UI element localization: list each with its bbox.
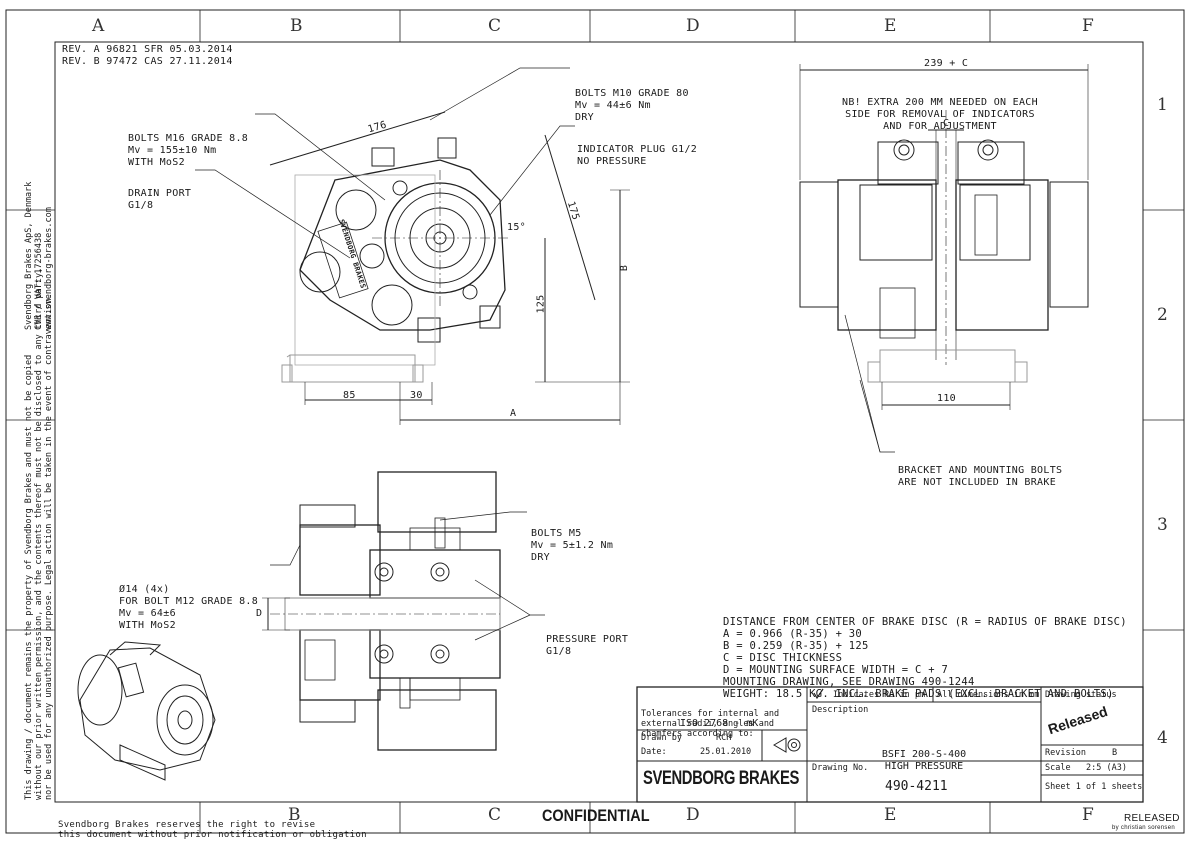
zone-col-d-bottom: D: [686, 805, 700, 825]
zone-col-b-bottom: B: [288, 805, 301, 825]
roughness-note: Indicates Ra in µm: [833, 690, 926, 700]
company-notice-line-1: Svendborg Brakes ApS, Denmark: [24, 181, 34, 330]
zone-col-c-top: C: [488, 16, 502, 36]
legal-notice-line-2: without our prior written permission, an…: [34, 267, 44, 800]
zone-col-f-top: F: [1082, 16, 1094, 36]
legal-notice-line-3: nor be used for any unauthorized purpose…: [44, 293, 54, 800]
general-notes: DISTANCE FROM CENTER OF BRAKE DISC (R = …: [723, 616, 1127, 700]
zone-row-3: 3: [1157, 515, 1168, 535]
zone-row-1: 1: [1157, 95, 1168, 115]
zone-row-4: 4: [1157, 728, 1168, 748]
revision-b: REV. B 97472 CAS 27.11.2014: [62, 56, 233, 67]
company-logo-text: SVENDBORG BRAKES: [643, 768, 799, 789]
dim-c-label: C: [943, 118, 950, 129]
zone-col-a-top: A: [92, 16, 105, 36]
iso-standard: ISO 2768 - mK: [680, 718, 759, 729]
sheet-count: Sheet 1 of 1 sheets: [1045, 782, 1143, 792]
dim-85-label: 85: [343, 390, 356, 401]
drawing-status-label: Drawing status: [1045, 690, 1117, 700]
zone-col-d-top: D: [686, 16, 700, 36]
zone-col-f-bottom: F: [1082, 805, 1094, 825]
dim-a-label: A: [510, 408, 517, 419]
legal-notice-line-1: This drawing / document remains the prop…: [24, 354, 34, 800]
zone-col-c-bottom: C: [488, 805, 502, 825]
dim-176-line: [269, 111, 446, 166]
drawing-number-label: Drawing No.: [812, 763, 869, 773]
dim-125-label: 125: [535, 294, 547, 314]
outer-frame: [5, 9, 1185, 834]
revision-a: REV. A 96821 SFR 05.03.2014: [62, 44, 233, 55]
scale-label: Scale: [1045, 763, 1071, 773]
iso-view: [77, 641, 216, 781]
revision-value: B: [1112, 748, 1118, 758]
zone-col-e-bottom: E: [884, 805, 897, 825]
top-view: [262, 471, 545, 751]
revision-label: Revision: [1045, 748, 1086, 758]
zone-col-e-top: E: [884, 16, 897, 36]
dim-110-label: 110: [937, 393, 956, 404]
dim-15deg-label: 15°: [507, 222, 526, 233]
units-note: All dimensions in mm: [937, 690, 1040, 700]
drawing-number: 490-4211: [885, 779, 948, 794]
zone-row-2: 2: [1157, 305, 1168, 325]
zone-col-b-top: B: [290, 16, 303, 36]
confidential-mark: CONFIDENTIAL: [542, 806, 650, 825]
released-by: by christian sorensen: [1112, 825, 1175, 831]
revise-notice: Svendborg Brakes reserves the right to r…: [58, 820, 367, 840]
front-view: [195, 67, 630, 425]
dim-b-label: B: [619, 264, 631, 272]
dim-239c-label: 239 + C: [924, 58, 969, 69]
date-value: 25.01.2010: [700, 747, 752, 757]
title-block: [636, 686, 1144, 803]
scale-value: 2:5 (A3): [1086, 763, 1127, 773]
date-label: Date:: [641, 747, 667, 757]
drawn-by-label: Drawn by: [641, 733, 682, 743]
drawn-by-value: RCH: [716, 733, 732, 743]
description-label: Description: [812, 705, 869, 715]
dim-175-line: [544, 134, 596, 301]
zone-ticks: [6, 10, 1184, 833]
dim-d-label: D: [256, 608, 263, 619]
side-view: [799, 64, 1089, 453]
dim-30-label: 30: [410, 390, 423, 401]
released-mark: RELEASED: [1124, 813, 1180, 824]
inner-frame: [54, 41, 1144, 803]
